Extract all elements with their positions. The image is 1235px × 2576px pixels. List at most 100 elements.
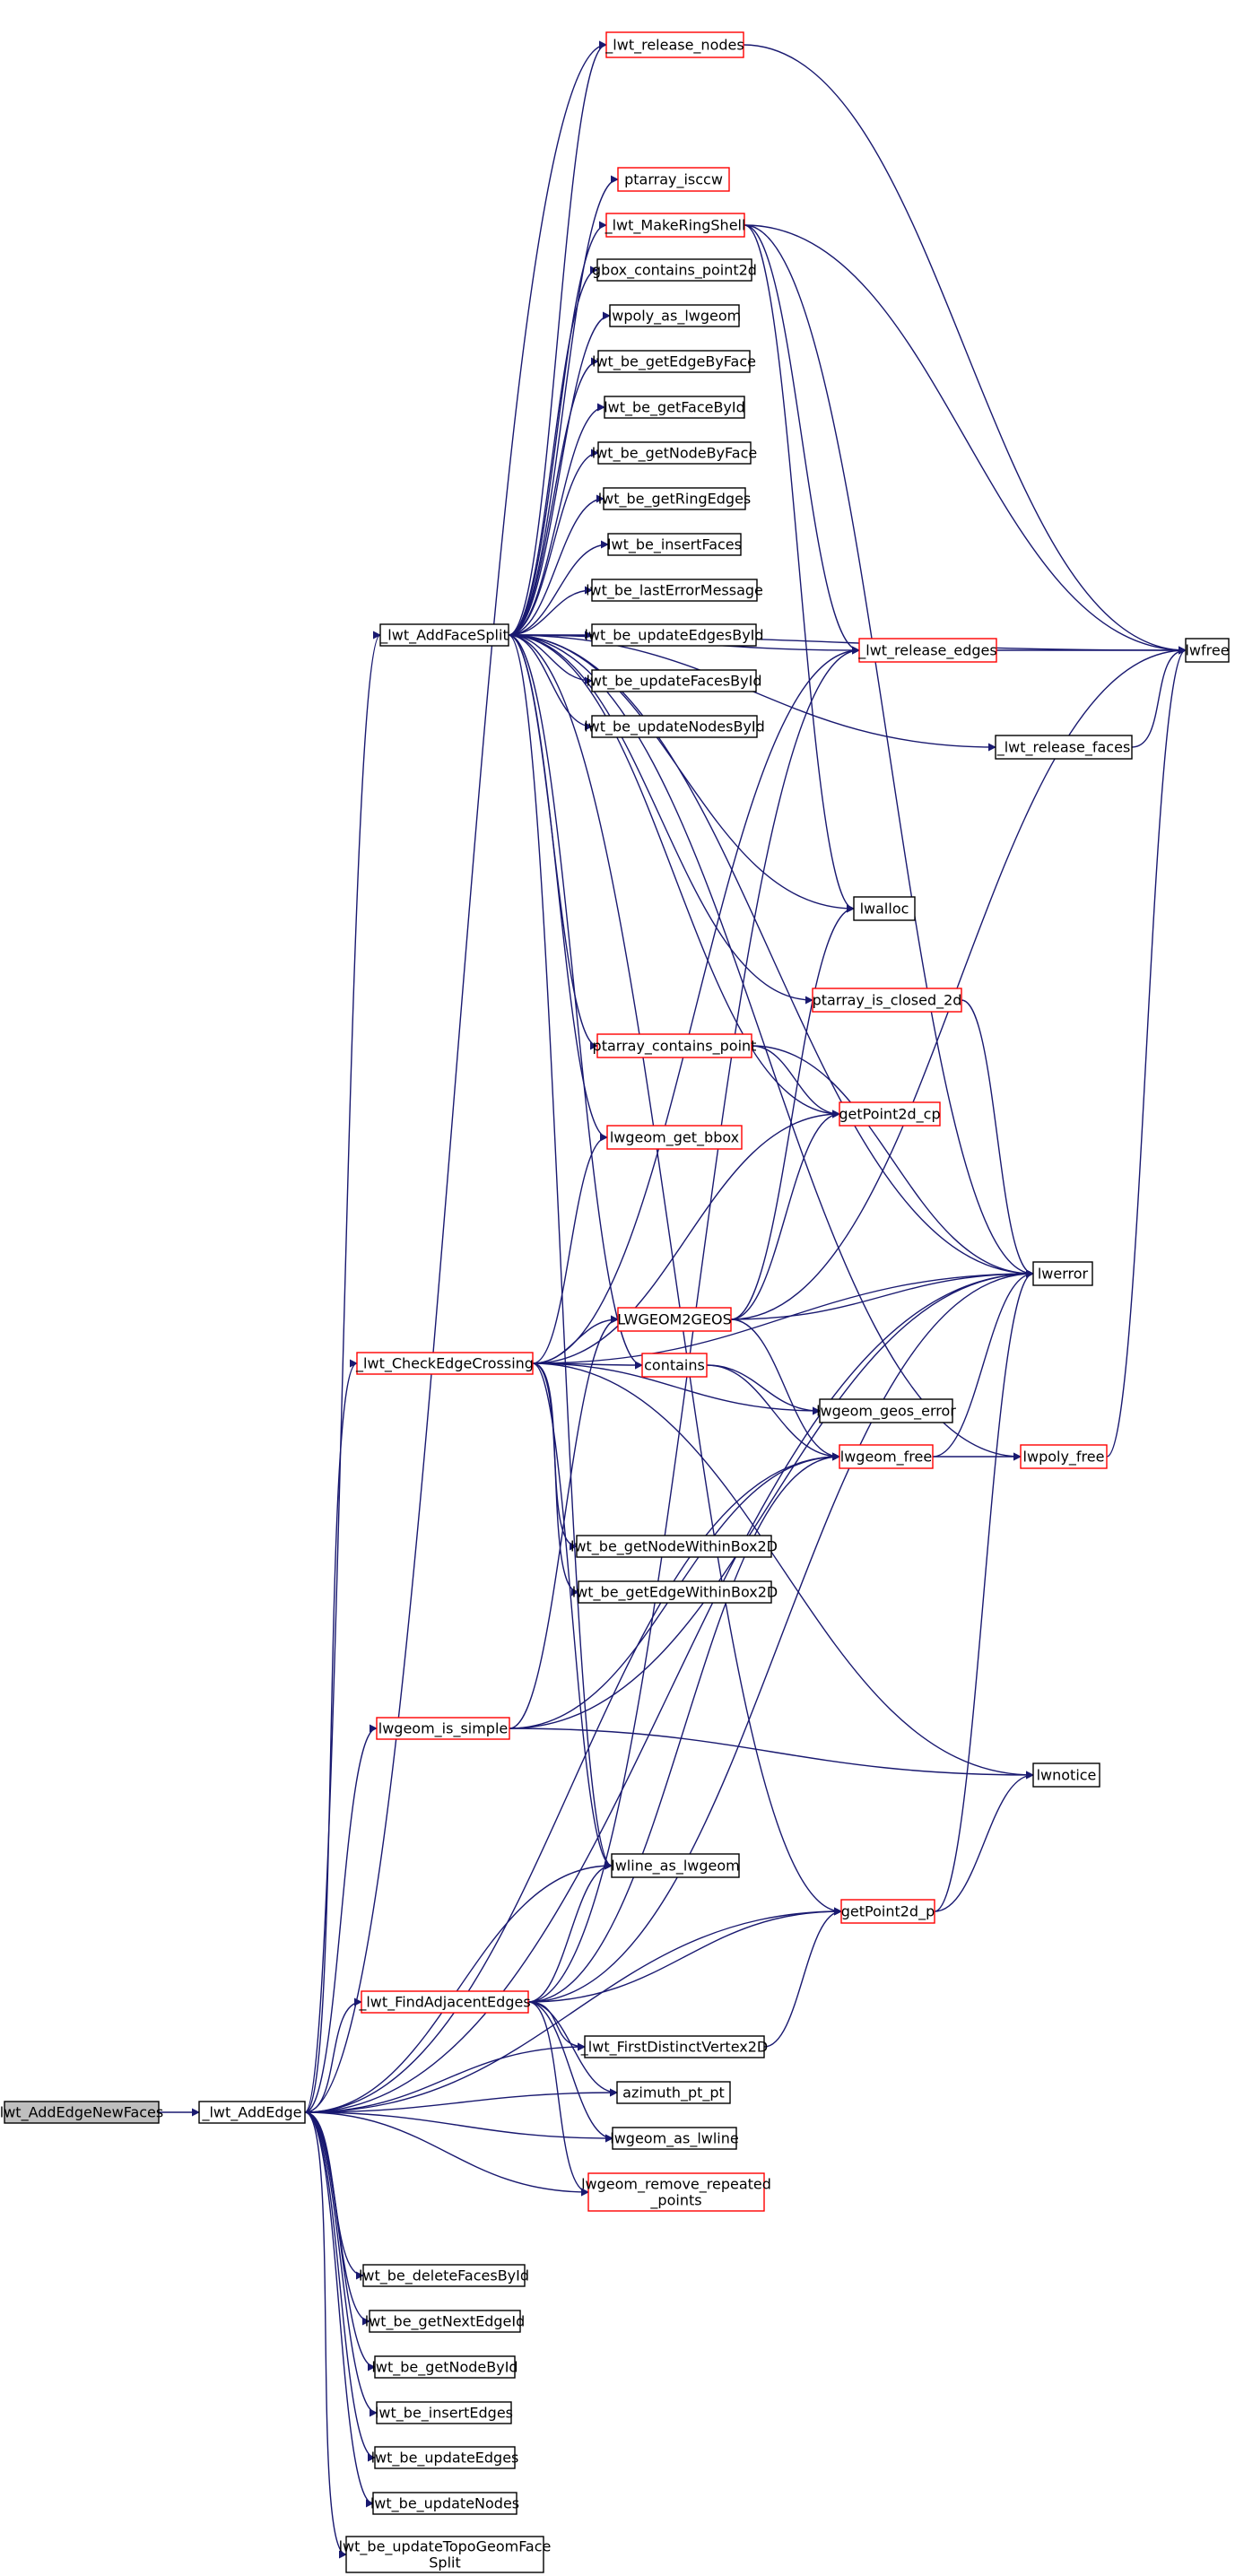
- node-label: lwfree: [1185, 642, 1229, 659]
- node-firstdistinctvertex2d[interactable]: _lwt_FirstDistinctVertex2D: [580, 2035, 768, 2058]
- node-lwgeom-geos-error[interactable]: lwgeom_geos_error: [816, 1398, 956, 1423]
- node-label: lwt_be_insertEdges: [375, 2405, 513, 2423]
- call-edge: [527, 1907, 842, 2003]
- node-getpoint2d-p[interactable]: getPoint2d_p: [840, 1899, 935, 1924]
- node-be-getringedges[interactable]: lwt_be_getRingEdges: [598, 487, 752, 510]
- node-label: lwt_AddEdgeNewFaces: [0, 2104, 163, 2122]
- call-edge: [706, 1364, 840, 1461]
- node-ptarray-isccw[interactable]: ptarray_isccw: [617, 167, 730, 192]
- node-box: [361, 1990, 529, 2014]
- node-gbox-contains-point2d[interactable]: gbox_contains_point2d: [592, 258, 757, 282]
- node-be-insertedges[interactable]: lwt_be_insertEdges: [375, 2401, 513, 2424]
- call-edge: [508, 221, 607, 636]
- nodes-layer: lwt_AddEdgeNewFaces _lwt_AddEdge _lwt_AddF…: [0, 31, 1230, 2573]
- node-lwgeom-get-bbox[interactable]: lwgeom_get_bbox: [606, 1125, 743, 1150]
- node-lwnotice[interactable]: lwnotice: [1032, 1762, 1100, 1788]
- node-box: [853, 896, 916, 921]
- node-box: [376, 1717, 510, 1740]
- node-lwalloc[interactable]: lwalloc: [853, 896, 916, 921]
- call-edge: [744, 224, 860, 655]
- node-label: _lwt_release_edges: [857, 642, 996, 660]
- node-lwgeom-as-lwline[interactable]: lwgeom_as_lwline: [610, 2127, 739, 2150]
- call-edge: [527, 2001, 589, 2197]
- node-label: lwt_be_getEdgeByFace: [592, 353, 756, 371]
- node-lwgeom-is-simple[interactable]: lwgeom_is_simple: [376, 1717, 510, 1740]
- node-release-nodes[interactable]: _lwt_release_nodes: [604, 31, 744, 58]
- call-edge: [744, 224, 1034, 1278]
- call-edge: [304, 1907, 842, 2113]
- call-edge: [508, 634, 593, 731]
- node-label: lwpoly_free: [1023, 1449, 1105, 1466]
- call-edge: [508, 634, 842, 1916]
- call-edge: [532, 646, 860, 1364]
- node-be-getnodebyface[interactable]: lwt_be_getNodeByFace: [592, 441, 757, 465]
- node-be-updateedgesbyid[interactable]: lwt_be_updateEdgesById: [584, 623, 764, 647]
- node-label: _lwt_release_faces: [996, 739, 1131, 757]
- node-label: lwgeom_geos_error: [816, 1403, 956, 1421]
- node-be-getnodewithinbox2d[interactable]: lwt_be_getNodeWithinBox2D: [570, 1535, 778, 1558]
- node-be-getfacebyid[interactable]: lwt_be_getFaceById: [604, 396, 745, 419]
- node-lwgeom-remove-repeated-points[interactable]: lwgeom_remove_repeated_points: [581, 2172, 771, 2212]
- call-edge: [706, 1364, 821, 1415]
- node-ptarray-contains-point[interactable]: ptarray_contains_point: [593, 1033, 757, 1058]
- node-be-updatefacesbyid[interactable]: lwt_be_updateFacesById: [586, 669, 762, 692]
- node-be-getedgewithinbox2d[interactable]: lwt_be_getEdgeWithinBox2D: [572, 1580, 778, 1604]
- call-edge: [532, 1269, 1034, 1364]
- node-box: [597, 441, 752, 465]
- node-box: [584, 2035, 765, 2058]
- node-be-updatenodesbyid[interactable]: lwt_be_updateNodesById: [584, 715, 765, 738]
- node-label: lwt_be_updateFacesById: [586, 673, 761, 691]
- node-box: [1185, 638, 1230, 663]
- call-edge: [508, 634, 643, 1370]
- node-lwgeom-free[interactable]: lwgeom_free: [839, 1444, 934, 1469]
- node-box: [1032, 1261, 1093, 1286]
- call-edge: [1131, 646, 1187, 748]
- call-edge: [932, 1269, 1034, 1458]
- node-be-deletefacesbyid[interactable]: lwt_be_deleteFacesById: [359, 2264, 529, 2287]
- node-label: lwgeom_remove_repeated: [581, 2176, 771, 2194]
- node-addedge[interactable]: _lwt_AddEdge: [198, 2101, 306, 2124]
- node-label: lwgeom_get_bbox: [610, 1129, 739, 1147]
- node-lwgeom2geos[interactable]: LWGEOM2GEOS: [617, 1307, 732, 1332]
- call-edge: [508, 634, 593, 685]
- node-label: lwt_be_getNextEdgeId: [365, 2313, 526, 2331]
- node-be-getedgebyface[interactable]: lwt_be_getEdgeByFace: [592, 350, 756, 373]
- call-edge: [730, 904, 855, 1320]
- node-getpoint2d-cp[interactable]: getPoint2d_cp: [839, 1101, 941, 1127]
- node-lwpoly-free[interactable]: lwpoly_free: [1020, 1444, 1108, 1469]
- call-edge: [527, 1452, 840, 2003]
- node-label: lwt_be_updateTopoGeomFace: [339, 2538, 552, 2556]
- node-azimuth-pt-pt[interactable]: azimuth_pt_pt: [616, 2081, 731, 2104]
- node-be-updatenodes[interactable]: lwt_be_updateNodes: [370, 2492, 519, 2515]
- node-be-getnodebyid[interactable]: lwt_be_getNodeById: [371, 2355, 518, 2379]
- node-label: ptarray_isccw: [624, 171, 723, 189]
- node-be-insertfaces[interactable]: lwt_be_insertFaces: [607, 533, 742, 556]
- node-box: [1020, 1444, 1108, 1469]
- node-label: lwerror: [1038, 1266, 1089, 1283]
- node-label: _lwt_release_nodes: [604, 37, 744, 55]
- node-release-edges[interactable]: _lwt_release_edges: [857, 638, 997, 663]
- node-be-updateedges[interactable]: lwt_be_updateEdges: [371, 2446, 519, 2469]
- node-makeringshell[interactable]: _lwt_MakeRingShell: [604, 213, 746, 238]
- node-contains[interactable]: contains: [641, 1353, 708, 1378]
- node-lwpoly-as-lwgeom[interactable]: lwpoly_as_lwgeom: [608, 304, 741, 327]
- node-lwfree[interactable]: lwfree: [1185, 638, 1230, 663]
- node-box: [607, 533, 742, 556]
- node-checkedgecrossing[interactable]: _lwt_CheckEdgeCrossing: [355, 1352, 534, 1375]
- node-ptarray-is-closed-2d[interactable]: ptarray_is_closed_2d: [812, 988, 962, 1013]
- node-lwerror[interactable]: lwerror: [1032, 1261, 1093, 1286]
- node-box: [611, 1853, 740, 1878]
- node-label: contains: [644, 1357, 705, 1374]
- node-box: [379, 623, 509, 647]
- call-edge: [508, 634, 613, 1870]
- node-be-getnextedgeid[interactable]: lwt_be_getNextEdgeId: [365, 2310, 526, 2333]
- node-be-lasterrormessage[interactable]: lwt_be_lastErrorMessage: [586, 579, 763, 602]
- call-edge: [508, 586, 593, 636]
- node-addedgenewfaces[interactable]: lwt_AddEdgeNewFaces: [0, 2101, 163, 2124]
- node-findadjacentedges[interactable]: _lwt_FindAdjacentEdges: [358, 1990, 531, 2014]
- node-release-faces[interactable]: _lwt_release_faces: [995, 735, 1133, 760]
- node-lwline-as-lwgeom[interactable]: lwline_as_lwgeom: [611, 1853, 740, 1878]
- node-addfacesplit[interactable]: _lwt_AddFaceSplit: [379, 623, 509, 647]
- call-edge: [527, 1269, 1034, 2003]
